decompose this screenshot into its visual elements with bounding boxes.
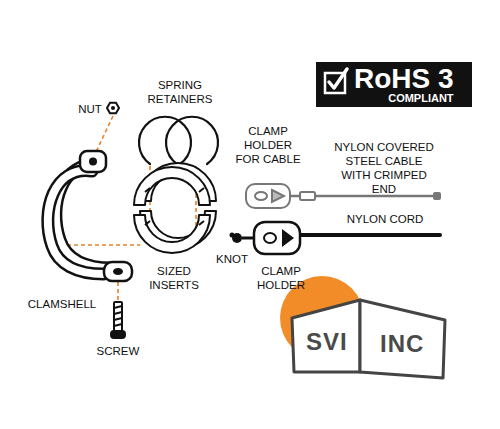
part-label-box: SCREW xyxy=(90,344,146,358)
part-label-box: CLAMSHELL xyxy=(20,297,104,311)
nut-drawing xyxy=(107,103,119,113)
check-mark xyxy=(329,69,347,88)
part-label: CLAMSHELL xyxy=(20,297,104,311)
part-label: CLAMP HOLDER FOR CABLE xyxy=(231,124,305,166)
clamshell-drawing xyxy=(48,151,132,281)
part-label-box: SPRING RETAINERS xyxy=(138,78,222,106)
logo-text: SVI xyxy=(306,329,348,355)
part-label: NUT xyxy=(74,102,106,116)
rohs-text-column: RoHS 3COMPLIANT xyxy=(354,65,454,104)
part-label-box: CLAMP HOLDER xyxy=(250,264,312,292)
spring-retainers-drawing xyxy=(139,117,218,164)
logo-text: INC xyxy=(380,331,424,357)
sized-inserts-drawing xyxy=(134,163,216,253)
cable-clamp-drawing xyxy=(246,184,440,208)
part-label: SCREW xyxy=(90,344,146,358)
rohs-subtext: COMPLIANT xyxy=(354,92,454,104)
part-label-box: CLAMP HOLDER FOR CABLE xyxy=(231,124,305,166)
part-label-box: NUT xyxy=(74,102,106,116)
part-label: KNOT xyxy=(210,252,254,266)
rohs-badge: RoHS 3COMPLIANT xyxy=(316,62,472,107)
part-label-box: NYLON CORD xyxy=(343,212,427,226)
part-label: NYLON CORD xyxy=(343,212,427,226)
part-label: SIZED INSERTS xyxy=(140,264,208,292)
part-label: NYLON COVERED STEEL CABLE WITH CRIMPED E… xyxy=(330,140,438,196)
check-box-icon xyxy=(320,62,350,106)
screw-drawing xyxy=(111,302,125,338)
part-label-box: SIZED INSERTS xyxy=(140,264,208,292)
part-label: CLAMP HOLDER xyxy=(250,264,312,292)
part-label-box: KNOT xyxy=(210,252,254,266)
cord-clamp-drawing xyxy=(230,222,441,254)
logo-panel: INC xyxy=(358,298,448,380)
logo-panel: SVI xyxy=(290,298,362,376)
part-label: SPRING RETAINERS xyxy=(138,78,222,106)
rohs-heading: RoHS 3 xyxy=(354,65,454,92)
panel-outline xyxy=(292,300,360,372)
panel-outline xyxy=(360,300,445,378)
part-label-box: NYLON COVERED STEEL CABLE WITH CRIMPED E… xyxy=(330,140,438,196)
